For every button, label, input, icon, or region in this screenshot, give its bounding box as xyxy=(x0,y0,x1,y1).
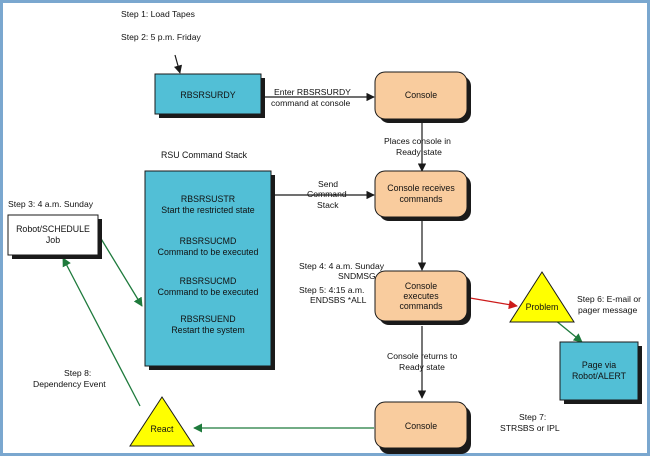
rbsrsurdy-box: RBSRSURDY xyxy=(154,73,265,118)
page-via-label-line2: Robot/ALERT xyxy=(572,371,627,381)
edge-send-label-line2: Command xyxy=(307,189,347,199)
console-executes-label-line2: executes xyxy=(403,291,439,301)
step2-label: Step 2: 5 p.m. Friday xyxy=(121,32,201,42)
console-receives-box: Console receives commands xyxy=(374,170,471,221)
edge-enter-label-line1: Enter RBSRSURDY xyxy=(274,87,351,97)
step5-label-line1: Step 5: 4:15 a.m. xyxy=(299,285,364,295)
step8-label-line2: Dependency Event xyxy=(33,379,106,389)
console-receives-label-line1: Console receives xyxy=(387,183,455,193)
stack-item-name: RBSRSUCMD xyxy=(180,276,237,286)
step5-label-line2: ENDSBS *ALL xyxy=(310,295,367,305)
edge-send-label-line1: Send xyxy=(318,179,338,189)
stack-title: RSU Command Stack xyxy=(161,150,248,160)
console-top-rect xyxy=(374,71,468,120)
step7-label-line2: STRSBS or IPL xyxy=(500,423,560,433)
arrow-problem-to-page xyxy=(554,319,583,343)
rbsrsurdy-label: RBSRSURDY xyxy=(180,90,235,100)
console-top-label: Console xyxy=(405,90,437,100)
arrow-executes-to-problem xyxy=(469,297,518,310)
robot-schedule-label-line1: Robot/SCHEDULE xyxy=(16,224,90,234)
step1-label: Step 1: Load Tapes xyxy=(121,9,195,19)
stack-item-name: RBSRSUSTR xyxy=(181,194,235,204)
stack-item-name: RBSRSUEND xyxy=(180,314,235,324)
react-triangle: React xyxy=(129,396,195,447)
console-bottom-rect xyxy=(374,401,468,449)
step4-label-line1: Step 4: 4 a.m. Sunday xyxy=(299,261,385,271)
step6-label-line2: pager message xyxy=(578,305,637,315)
step8-label-line1: Step 8: xyxy=(64,368,91,378)
stack-item-desc: Command to be executed xyxy=(158,287,259,297)
page-via-rect xyxy=(559,341,639,401)
edge-enter-label-line2: command at console xyxy=(271,98,351,108)
problem-shape xyxy=(509,271,575,323)
stack-item-desc: Command to be executed xyxy=(158,247,259,257)
arrow-robot-to-stack xyxy=(99,236,143,307)
console-bottom-label: Console xyxy=(405,421,437,431)
stack-rect xyxy=(144,170,272,367)
console-receives-label-line2: commands xyxy=(399,194,443,204)
console-top-box: Console xyxy=(374,71,471,123)
console-executes-label-line1: Console xyxy=(405,281,437,291)
robot-schedule-rect xyxy=(7,214,99,256)
console-bottom-box: Console xyxy=(374,401,471,454)
edge-places-label-line1: Places console in xyxy=(384,136,451,146)
stack-item-desc: Start the restricted state xyxy=(161,205,254,215)
react-label: React xyxy=(151,424,175,434)
stack-item-desc: Restart the system xyxy=(171,325,244,335)
rsu-command-stack: RBSRSUSTR Start the restricted state RBS… xyxy=(144,170,275,370)
arrow-step2-to-rbsrsurdy xyxy=(173,54,183,74)
console-receives-rect xyxy=(374,170,468,218)
problem-triangle: Problem xyxy=(509,271,575,323)
rbsrsurdy-rect xyxy=(154,73,262,115)
step6-label-line1: Step 6: E-mail or xyxy=(577,294,641,304)
step4-label-line2: SNDMSG xyxy=(338,271,376,281)
console-executes-box: Console executes commands xyxy=(374,270,471,325)
page-via-box: Page via Robot/ALERT xyxy=(559,341,642,404)
arrow-react-to-robot xyxy=(62,257,141,407)
step7-label-line1: Step 7: xyxy=(519,412,546,422)
edge-send-label-line3: Stack xyxy=(317,200,339,210)
react-shape xyxy=(129,396,195,447)
console-executes-label-line3: commands xyxy=(399,301,443,311)
robot-schedule-label-line2: Job xyxy=(46,235,60,245)
edge-places-label-line2: Ready state xyxy=(396,147,442,157)
step3-label: Step 3: 4 a.m. Sunday xyxy=(8,199,94,209)
robot-schedule-box: Robot/SCHEDULE Job xyxy=(7,214,102,259)
page-via-label-line1: Page via xyxy=(582,360,616,370)
stack-item-name: RBSRSUCMD xyxy=(180,236,237,246)
console-executes-rect xyxy=(374,270,468,322)
problem-label: Problem xyxy=(526,302,559,312)
